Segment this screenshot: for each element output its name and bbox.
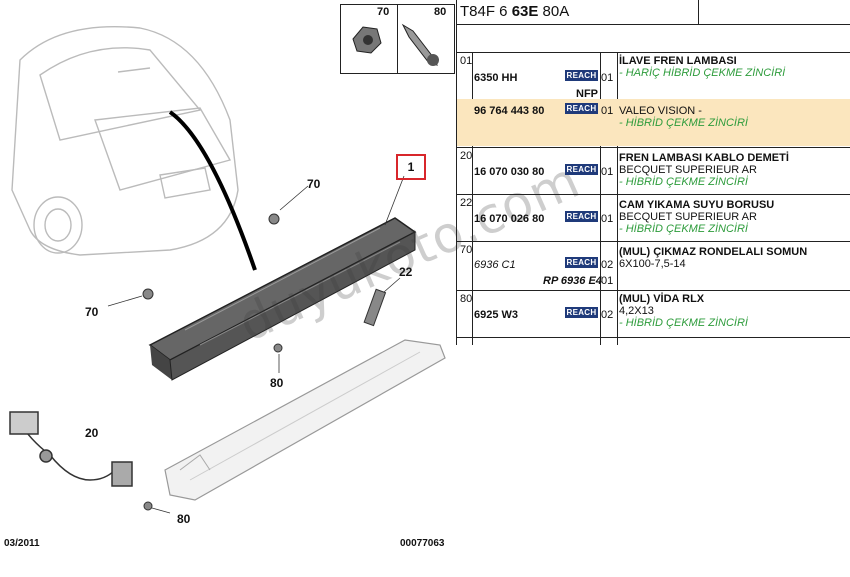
row-index: 01	[460, 55, 473, 67]
description-line: 4,2X13	[619, 305, 654, 317]
thumb-label-80: 80	[434, 6, 447, 18]
thumb-label-70: 70	[377, 6, 390, 18]
table-row[interactable]: 80 6925 W3 REACH 02 (MUL) VİDA RLX 4,2X1…	[457, 291, 850, 336]
quantity: 02	[601, 309, 614, 321]
row-separator	[457, 194, 850, 195]
description-line: VALEO VISION -	[619, 105, 702, 117]
description-note: - HİBRİD ÇEKME ZİNCİRİ	[619, 223, 748, 235]
col-line-qty	[617, 52, 618, 345]
reach-badge: REACH	[565, 70, 598, 81]
description-note: - HİBRİD ÇEKME ZİNCİRİ	[619, 317, 748, 329]
row-separator	[457, 147, 850, 148]
row-separator	[457, 241, 850, 242]
reach-badge: REACH	[565, 103, 598, 114]
header-bottom-line	[457, 24, 850, 25]
callout-80-lower[interactable]: 80	[177, 512, 191, 526]
wiring-harness	[9, 411, 133, 487]
table-row[interactable]: 01 6350 HH REACH NFP 01 İLAVE FREN LAMBA…	[457, 53, 850, 100]
row-index: 22	[460, 197, 473, 209]
car-outline	[11, 25, 239, 256]
callout-lines	[107, 175, 405, 514]
table-top-line	[457, 52, 850, 53]
code-suffix: 80A	[538, 3, 570, 20]
reach-badge: REACH	[565, 307, 598, 318]
quantity: 01	[601, 72, 614, 84]
callout-20[interactable]: 20	[85, 426, 99, 440]
description-line: BECQUET SUPERIEUR AR	[619, 164, 757, 176]
table-bottom-line	[457, 337, 850, 338]
description: (MUL) VİDA RLX 4,2X13 - HİBRİD ÇEKME ZİN…	[619, 293, 849, 329]
row-index: 70	[460, 244, 473, 256]
table-row[interactable]: 22 16 070 026 80 REACH 01 CAM YIKAMA SUY…	[457, 195, 850, 240]
quantity-secondary: 01	[601, 275, 614, 287]
description-note: - HARİÇ HİBRİD ÇEKME ZİNCİRİ	[619, 67, 786, 79]
thumb-icons	[352, 23, 439, 66]
catalog-code: T84F 6 63E 80A	[460, 3, 569, 20]
header-divider	[698, 0, 699, 24]
description: VALEO VISION - - HİBRİD ÇEKME ZİNCİRİ	[619, 105, 849, 129]
part-number: 96 764 443 80	[474, 105, 545, 117]
code-prefix: T84F 6	[460, 3, 512, 20]
part-number: 16 070 030 80	[474, 166, 545, 178]
description-title: İLAVE FREN LAMBASI	[619, 55, 737, 67]
callout-70-lower[interactable]: 70	[85, 305, 99, 319]
description-line: BECQUET SUPERIEUR AR	[619, 211, 757, 223]
description-line: 6X100-7,5-14	[619, 258, 686, 270]
brake-light-bar	[148, 217, 417, 381]
screw-icon	[401, 23, 439, 66]
description-note: - HİBRİD ÇEKME ZİNCİRİ	[619, 117, 748, 129]
table-row[interactable]: 70 6936 C1 REACH RP 6936 E4 02 01 (MUL) …	[457, 242, 850, 289]
description-title: CAM YIKAMA SUYU BORUSU	[619, 199, 775, 211]
description: FREN LAMBASI KABLO DEMETİ BECQUET SUPERI…	[619, 152, 849, 188]
quantity: 01	[601, 166, 614, 178]
part-number: 6350 HH	[474, 72, 518, 84]
row-index: 20	[460, 150, 473, 162]
part-number-secondary: NFP	[576, 88, 598, 100]
callout-70-upper[interactable]: 70	[307, 177, 321, 191]
callout-22[interactable]: 22	[399, 265, 413, 279]
quantity: 01	[601, 213, 614, 225]
part-number-secondary: RP 6936 E4	[543, 275, 602, 287]
part-number: 16 070 026 80	[474, 213, 545, 225]
diagram-reference: 00077063	[400, 538, 445, 549]
description: İLAVE FREN LAMBASI - HARİÇ HİBRİD ÇEKME …	[619, 55, 849, 79]
reach-badge: REACH	[565, 211, 598, 222]
fasteners	[142, 213, 387, 511]
callout-80-upper[interactable]: 80	[270, 376, 284, 390]
panel-divider	[456, 0, 457, 345]
col-line-idx	[472, 52, 473, 345]
description-title: (MUL) VİDA RLX	[619, 293, 705, 305]
brake-light-lens	[164, 339, 446, 501]
code-bold: 63E	[511, 3, 539, 20]
table-row-highlighted[interactable]: 96 764 443 80 REACH 01 VALEO VISION - - …	[457, 99, 850, 146]
description: CAM YIKAMA SUYU BORUSU BECQUET SUPERIEUR…	[619, 199, 849, 235]
reach-badge: REACH	[565, 257, 598, 268]
description: (MUL) ÇIKMAZ RONDELALI SOMUN 6X100-7,5-1…	[619, 246, 849, 270]
nut-icon	[352, 26, 382, 54]
fastener-thumbnails: 70 80	[340, 4, 455, 74]
part-number: 6925 W3	[474, 309, 519, 321]
quantity: 02	[601, 259, 614, 271]
exploded-diagram: 70 80 1 70 70 22 80 80 20 03/2011 000770…	[4, 4, 455, 549]
leader-line	[168, 110, 257, 271]
table-row[interactable]: 20 16 070 030 80 REACH 01 FREN LAMBASI K…	[457, 148, 850, 193]
col-line-ref	[600, 52, 601, 345]
catalog-header: T84F 6 63E 80A	[457, 0, 850, 24]
row-index: 80	[460, 293, 473, 305]
parts-illustration	[9, 25, 446, 514]
description-title: FREN LAMBASI KABLO DEMETİ	[619, 152, 789, 164]
diagram-date: 03/2011	[4, 538, 40, 549]
quantity: 01	[601, 105, 614, 117]
row-separator	[457, 290, 850, 291]
description-title: (MUL) ÇIKMAZ RONDELALI SOMUN	[619, 246, 808, 258]
thumb-divider	[397, 5, 398, 73]
description-note: - HİBRİD ÇEKME ZİNCİRİ	[619, 176, 748, 188]
part-1-callout-box[interactable]: 1	[396, 154, 426, 180]
reach-badge: REACH	[565, 164, 598, 175]
part-number: 6936 C1	[474, 259, 516, 271]
